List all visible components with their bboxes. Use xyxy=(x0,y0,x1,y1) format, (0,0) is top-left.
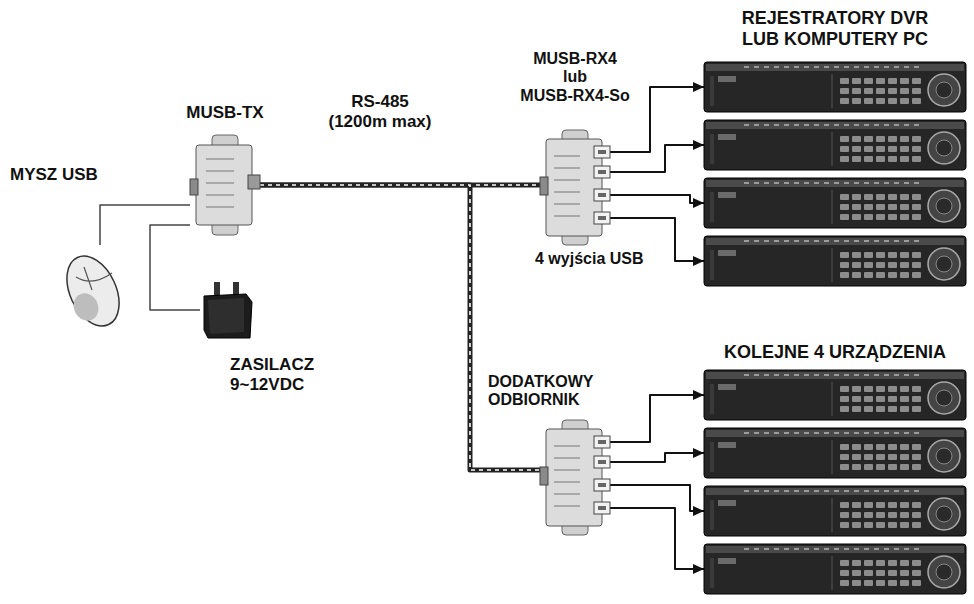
dvr-group-drawing xyxy=(704,370,966,594)
port-note: 4 wyjścia USB xyxy=(535,250,644,268)
twisted-pair-cable xyxy=(260,185,540,470)
device-label: MYSZ USB xyxy=(10,165,98,185)
connector-line xyxy=(610,395,704,442)
transmitter-device-drawing xyxy=(190,135,260,235)
power-adapter: ZASILACZ 9~12VDC xyxy=(200,280,255,340)
usb-connection-arrow xyxy=(610,453,704,462)
receiver-device-drawing xyxy=(540,420,610,535)
device-label: ZASILACZ 9~12VDC xyxy=(230,355,314,394)
transmitter-device: MUSB-TX xyxy=(190,135,260,235)
usb-mouse: MYSZ USB xyxy=(62,245,124,330)
power-adapter-drawing xyxy=(200,280,255,340)
cable-twist xyxy=(260,185,540,470)
group-heading: KOLEJNE 4 URZĄDZENIA xyxy=(704,342,966,363)
receiver-device-drawing xyxy=(540,130,610,245)
device-label: MUSB-RX4 lub MUSB-RX4-So xyxy=(510,50,640,105)
dvr-group: KOLEJNE 4 URZĄDZENIA xyxy=(704,370,966,594)
usb-connection-arrow xyxy=(610,508,704,569)
dvr-group: REJESTRATORY DVR LUB KOMPUTERY PC xyxy=(704,62,966,286)
connector-line xyxy=(610,145,704,172)
usb-connection-arrow xyxy=(610,395,704,442)
usb-connection-arrow xyxy=(610,145,704,172)
signal-label: RS-485 (1200m max) xyxy=(300,92,460,131)
connector-line xyxy=(610,453,704,462)
group-heading: REJESTRATORY DVR LUB KOMPUTERY PC xyxy=(704,8,966,49)
connector-line xyxy=(610,508,704,569)
connector-line xyxy=(150,225,200,310)
connector-line xyxy=(610,195,704,203)
usb-mouse-drawing xyxy=(62,245,124,330)
device-label: DODATKOWY ODBIORNIK xyxy=(488,373,593,410)
receiver-device: MUSB-RX4 lub MUSB-RX4-So4 wyjścia USB xyxy=(540,130,610,245)
device-label: MUSB-TX xyxy=(175,103,275,123)
usb-connection-arrow xyxy=(610,195,704,203)
dvr-group-drawing xyxy=(704,62,966,286)
cable-core xyxy=(260,185,540,470)
receiver-device: DODATKOWY ODBIORNIK xyxy=(540,420,610,535)
device-cable xyxy=(150,225,200,310)
